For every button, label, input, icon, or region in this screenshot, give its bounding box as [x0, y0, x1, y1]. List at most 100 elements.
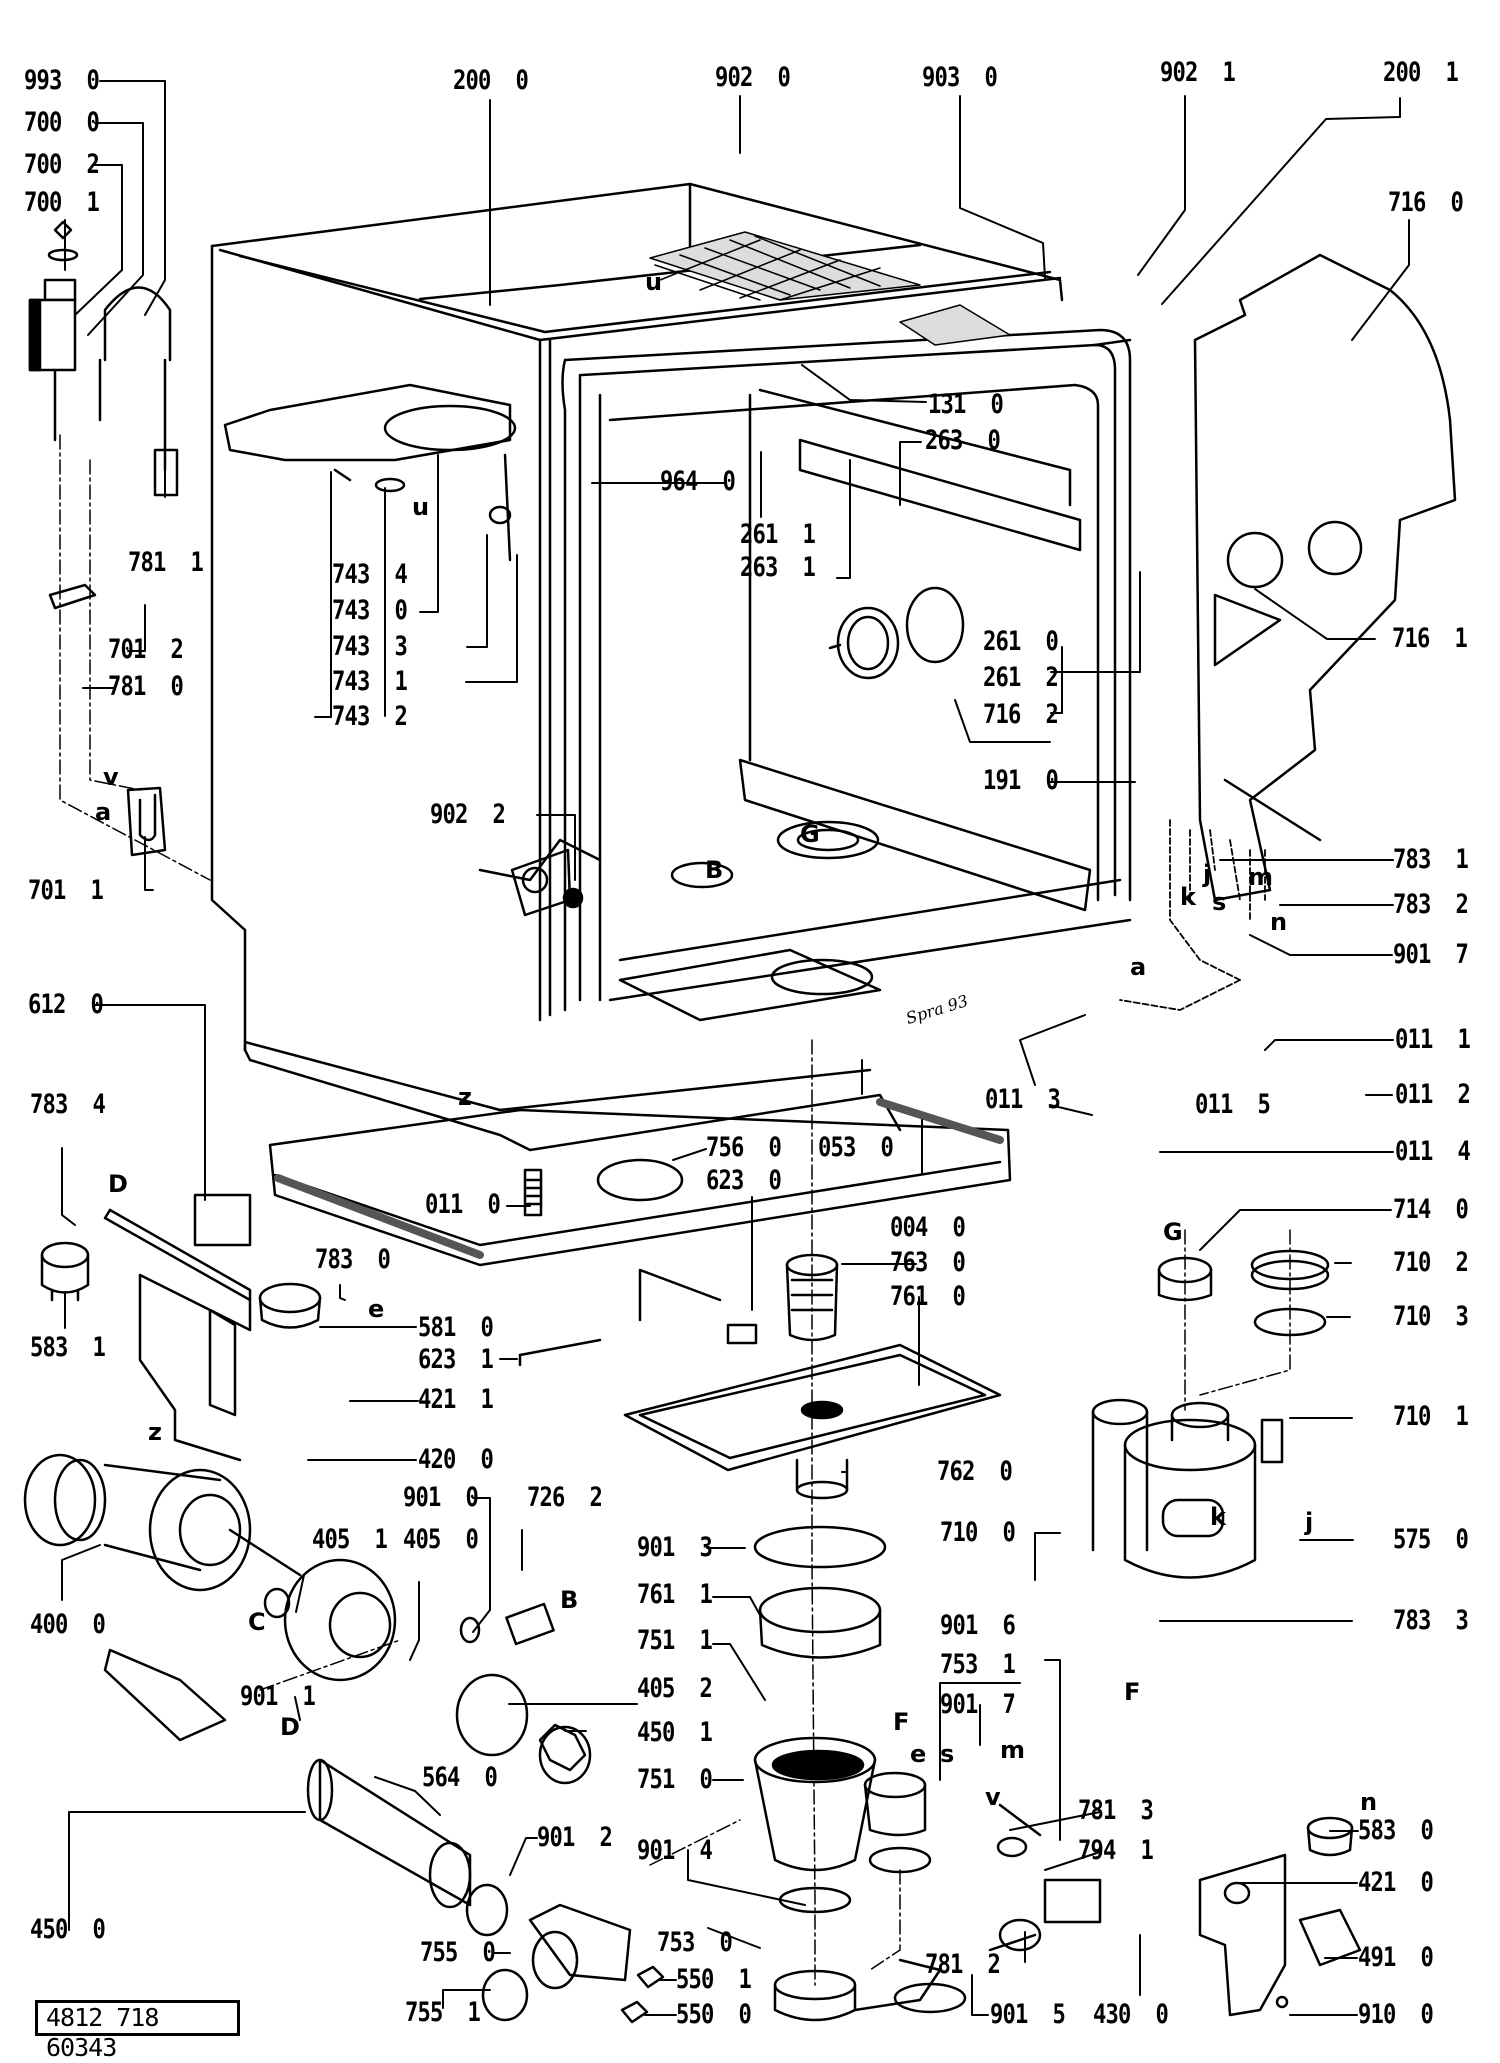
part-label-964-0: 964 0 — [660, 466, 736, 497]
part-label-993-0: 993 0 — [24, 65, 100, 96]
part-label-581-0: 581 0 — [418, 1312, 494, 1343]
part-label-400-0: 400 0 — [30, 1609, 106, 1640]
part-label-794-1: 794 1 — [1078, 1835, 1154, 1866]
part-label-701-1: 701 1 — [28, 875, 104, 906]
part-label-430-0: 430 0 — [1093, 1999, 1169, 2030]
part-label-761-0: 761 0 — [890, 1281, 966, 1312]
nozzles-550 — [622, 1967, 663, 2022]
part-label-700-0: 700 0 — [24, 107, 100, 138]
part-label-450-1: 450 1 — [637, 1717, 713, 1748]
top-mesh — [650, 232, 1010, 345]
part-label-716-0: 716 0 — [1388, 187, 1464, 218]
part-label-781-2: 781 2 — [925, 1949, 1001, 1980]
part-label-783-1: 783 1 — [1393, 844, 1469, 875]
part-label-743-3: 743 3 — [332, 631, 408, 662]
connection-letter-v: v — [103, 763, 119, 791]
connection-letter-k: k — [1180, 883, 1196, 911]
part-label-200-1: 200 1 — [1383, 57, 1459, 88]
part-label-200-0: 200 0 — [453, 65, 529, 96]
part-label-011-4: 011 4 — [1395, 1136, 1471, 1167]
part-label-751-1: 751 1 — [637, 1625, 713, 1656]
part-label-405-0: 405 0 — [403, 1524, 479, 1555]
part-label-191-0: 191 0 — [983, 765, 1059, 796]
connection-letter-n: n — [1360, 1788, 1378, 1816]
sump-751 — [755, 1527, 965, 2020]
motor-400 — [25, 1455, 300, 1740]
part-label-700-2: 700 2 — [24, 149, 100, 180]
part-label-583-1: 583 1 — [30, 1332, 106, 1363]
part-label-751-0: 751 0 — [637, 1764, 713, 1795]
control-plate-right — [1200, 1818, 1360, 2015]
part-label-902-1: 902 1 — [1160, 57, 1236, 88]
part-label-781-0: 781 0 — [108, 671, 184, 702]
part-label-011-3: 011 3 — [985, 1084, 1061, 1115]
part-label-901-0: 901 0 — [403, 1482, 479, 1513]
part-label-762-0: 762 0 — [937, 1456, 1013, 1487]
part-label-053-0: 053 0 — [818, 1132, 894, 1163]
tub-floor — [620, 822, 880, 1020]
part-label-564-0: 564 0 — [422, 1762, 498, 1793]
part-label-902-2: 902 2 — [430, 799, 506, 830]
part-label-710-3: 710 3 — [1393, 1301, 1469, 1332]
bracket-902-2 — [512, 850, 582, 915]
part-label-263-0: 263 0 — [925, 425, 1001, 456]
part-label-421-1: 421 1 — [418, 1384, 494, 1415]
connection-letter-G: G — [1163, 1218, 1183, 1246]
part-label-716-1: 716 1 — [1392, 623, 1468, 654]
part-label-783-4: 783 4 — [30, 1089, 106, 1120]
control-bracket — [105, 1195, 250, 1460]
part-label-550-0: 550 0 — [676, 1999, 752, 2030]
connection-letter-u: u — [645, 268, 663, 296]
part-label-901-5: 901 5 — [990, 1999, 1066, 2030]
part-label-755-1: 755 1 — [405, 1997, 481, 2028]
part-label-421-0: 421 0 — [1358, 1867, 1434, 1898]
base-plate-004 — [270, 1102, 1010, 1265]
connection-letter-n: n — [1270, 908, 1288, 936]
part-label-743-4: 743 4 — [332, 559, 408, 590]
part-label-710-0: 710 0 — [940, 1517, 1016, 1548]
part-label-131-0: 131 0 — [928, 389, 1004, 420]
part-label-901-6: 901 6 — [940, 1610, 1016, 1641]
part-label-726-2: 726 2 — [527, 1482, 603, 1513]
connection-letter-u: u — [412, 493, 430, 521]
connection-letter-j: j — [1203, 860, 1212, 888]
tray-761 — [625, 1345, 1000, 1498]
clip-701 — [50, 585, 165, 855]
part-label-716-2: 716 2 — [983, 699, 1059, 730]
part-label-901-7-lower: 901 7 — [940, 1689, 1016, 1720]
side-panel-716 — [1195, 255, 1455, 900]
part-label-450-0: 450 0 — [30, 1914, 106, 1945]
part-label-004-0: 004 0 — [890, 1212, 966, 1243]
part-label-783-0: 783 0 — [315, 1244, 391, 1275]
connection-letter-B: B — [560, 1586, 579, 1614]
connection-letter-e: e — [910, 1740, 927, 1768]
part-label-405-1: 405 1 — [312, 1524, 388, 1555]
part-label-011-0: 011 0 — [425, 1189, 501, 1220]
connection-letter-G: G — [800, 820, 820, 848]
tub-inner — [563, 330, 1131, 1010]
part-label-575-0: 575 0 — [1393, 1524, 1469, 1555]
connection-letter-z: z — [458, 1083, 472, 1111]
part-label-701-2: 701 2 — [108, 634, 184, 665]
part-label-550-1: 550 1 — [676, 1964, 752, 1995]
part-label-710-2: 710 2 — [1393, 1247, 1469, 1278]
part-label-700-1: 700 1 — [24, 187, 100, 218]
part-label-756-0: 756 0 — [706, 1132, 782, 1163]
part-label-491-0: 491 0 — [1358, 1942, 1434, 1973]
part-label-902-0: 902 0 — [715, 62, 791, 93]
part-label-612-0: 612 0 — [28, 989, 104, 1020]
leader-lines — [62, 81, 1409, 2015]
part-label-623-1: 623 1 — [418, 1344, 494, 1375]
part-label-743-1: 743 1 — [332, 666, 408, 697]
connection-letter-D: D — [108, 1170, 128, 1198]
wash-arm-716-2 — [830, 588, 963, 678]
part-label-714-0: 714 0 — [1393, 1194, 1469, 1225]
connection-letter-v: v — [985, 1783, 1001, 1811]
hose-assembly-700 — [30, 222, 177, 495]
connection-letter-F: F — [893, 1708, 910, 1736]
part-label-783-3: 783 3 — [1393, 1605, 1469, 1636]
assembly-axes — [60, 435, 1290, 1985]
part-label-261-1: 261 1 — [740, 519, 816, 550]
part-label-743-0: 743 0 — [332, 595, 408, 626]
